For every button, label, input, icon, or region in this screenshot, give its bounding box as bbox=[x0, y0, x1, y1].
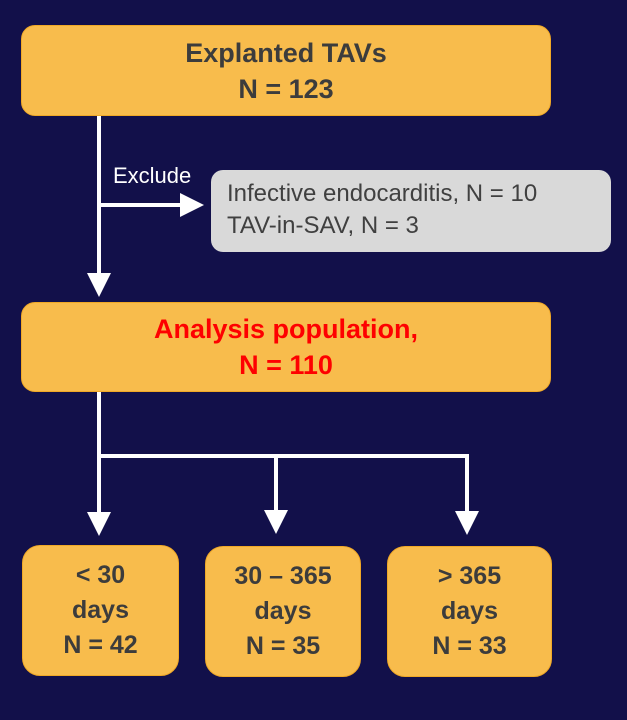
explanted-tavs-box: Explanted TAVs N = 123 bbox=[21, 25, 551, 116]
group-box-under-30-days: < 30 days N = 42 bbox=[22, 545, 179, 676]
group-range: > 365 bbox=[437, 562, 502, 590]
group-box-over-365-days: > 365 days N = 33 bbox=[387, 546, 552, 677]
group-unit: days bbox=[441, 597, 498, 625]
exclusion-box: Infective endocarditis, N = 10 TAV-in-SA… bbox=[211, 170, 611, 252]
exclude-label: Exclude bbox=[113, 163, 192, 188]
group-range: 30 – 365 bbox=[234, 562, 332, 590]
analysis-count: N = 110 bbox=[239, 350, 333, 380]
group-unit: days bbox=[72, 596, 129, 624]
analysis-population-box: Analysis population, N = 110 bbox=[21, 302, 551, 392]
group-count: N = 35 bbox=[245, 632, 321, 660]
analysis-title: Analysis population, bbox=[153, 314, 419, 344]
group-count: N = 42 bbox=[63, 631, 138, 659]
group-box-30-365-days: 30 – 365 days N = 35 bbox=[205, 546, 361, 677]
group-range: < 30 bbox=[75, 561, 126, 589]
group-unit: days bbox=[254, 597, 312, 625]
explanted-count: N = 123 bbox=[238, 73, 334, 104]
group-count: N = 33 bbox=[432, 632, 507, 660]
exclusion-item: Infective endocarditis, N = 10 bbox=[227, 180, 538, 207]
explanted-title: Explanted TAVs bbox=[185, 37, 387, 68]
exclusion-item: TAV-in-SAV, N = 3 bbox=[227, 212, 419, 239]
branch-line bbox=[99, 454, 479, 535]
